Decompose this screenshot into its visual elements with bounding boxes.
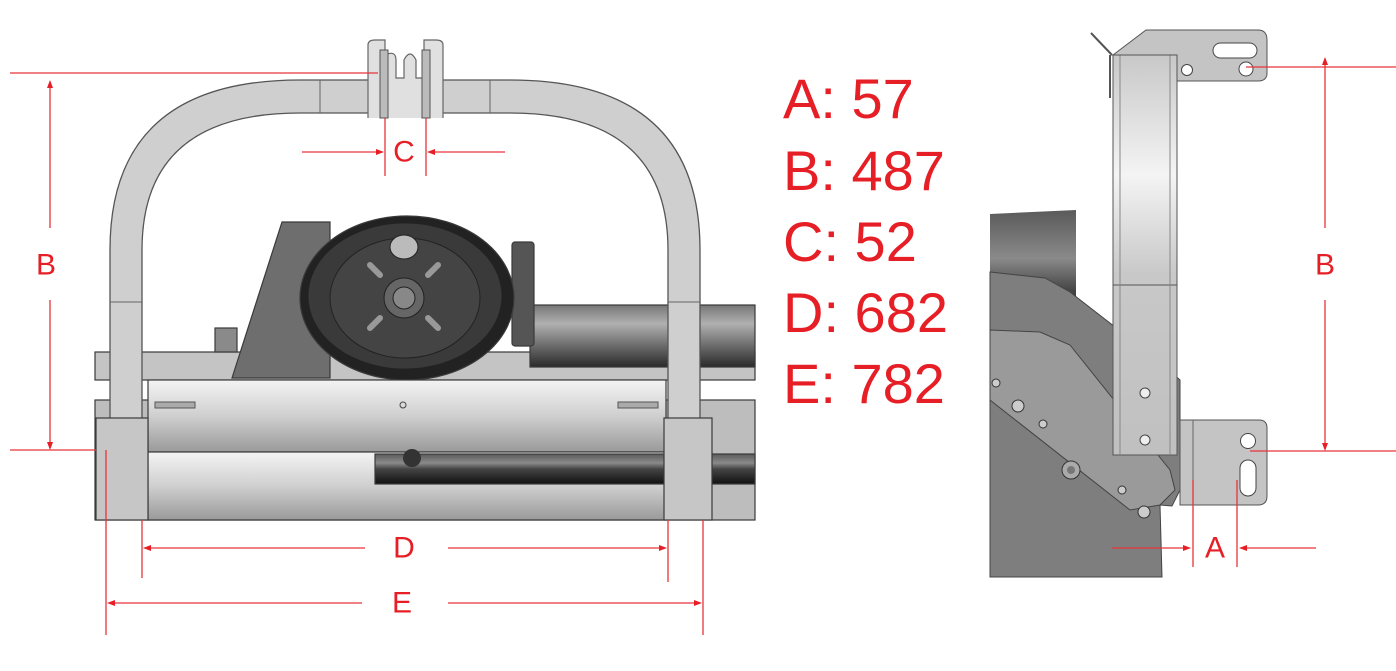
roller-upper <box>147 379 667 453</box>
dimension-value-e: E: 782 <box>783 352 945 415</box>
pin-wire <box>1090 32 1113 56</box>
front-view <box>94 39 756 521</box>
drive-shaft <box>529 304 756 368</box>
dimension-label-b: B <box>36 249 56 282</box>
roll-bar-arch <box>109 79 701 421</box>
side-plate-right <box>663 417 713 521</box>
dimension-label-c: C <box>393 136 415 169</box>
side-dimensions: B A <box>1112 57 1396 567</box>
dimension-value-c: C: 52 <box>783 210 917 273</box>
shaft-flange <box>511 241 535 347</box>
roller-hole <box>399 401 407 409</box>
dimension-label-d: D <box>393 532 415 565</box>
top-bracket <box>367 39 444 118</box>
gearbox-mount-plate <box>231 221 331 379</box>
dimension-label-a: A <box>1205 532 1225 565</box>
front-dimensions: B C D E <box>10 72 704 635</box>
dimension-value-b: B: 487 <box>783 139 945 202</box>
side-view <box>989 29 1268 578</box>
side-dimension-label-b: B <box>1315 249 1335 282</box>
pulley <box>299 215 515 381</box>
dimension-values: A: 57 B: 487 C: 52 D: 682 E: 782 <box>783 67 948 415</box>
side-plate-left <box>95 417 149 521</box>
dimension-label-e: E <box>392 587 412 620</box>
dimension-value-d: D: 682 <box>783 281 948 344</box>
bolt-stub <box>214 327 238 353</box>
cylinder-fitting <box>403 449 421 467</box>
dimension-value-a: A: 57 <box>783 67 914 130</box>
